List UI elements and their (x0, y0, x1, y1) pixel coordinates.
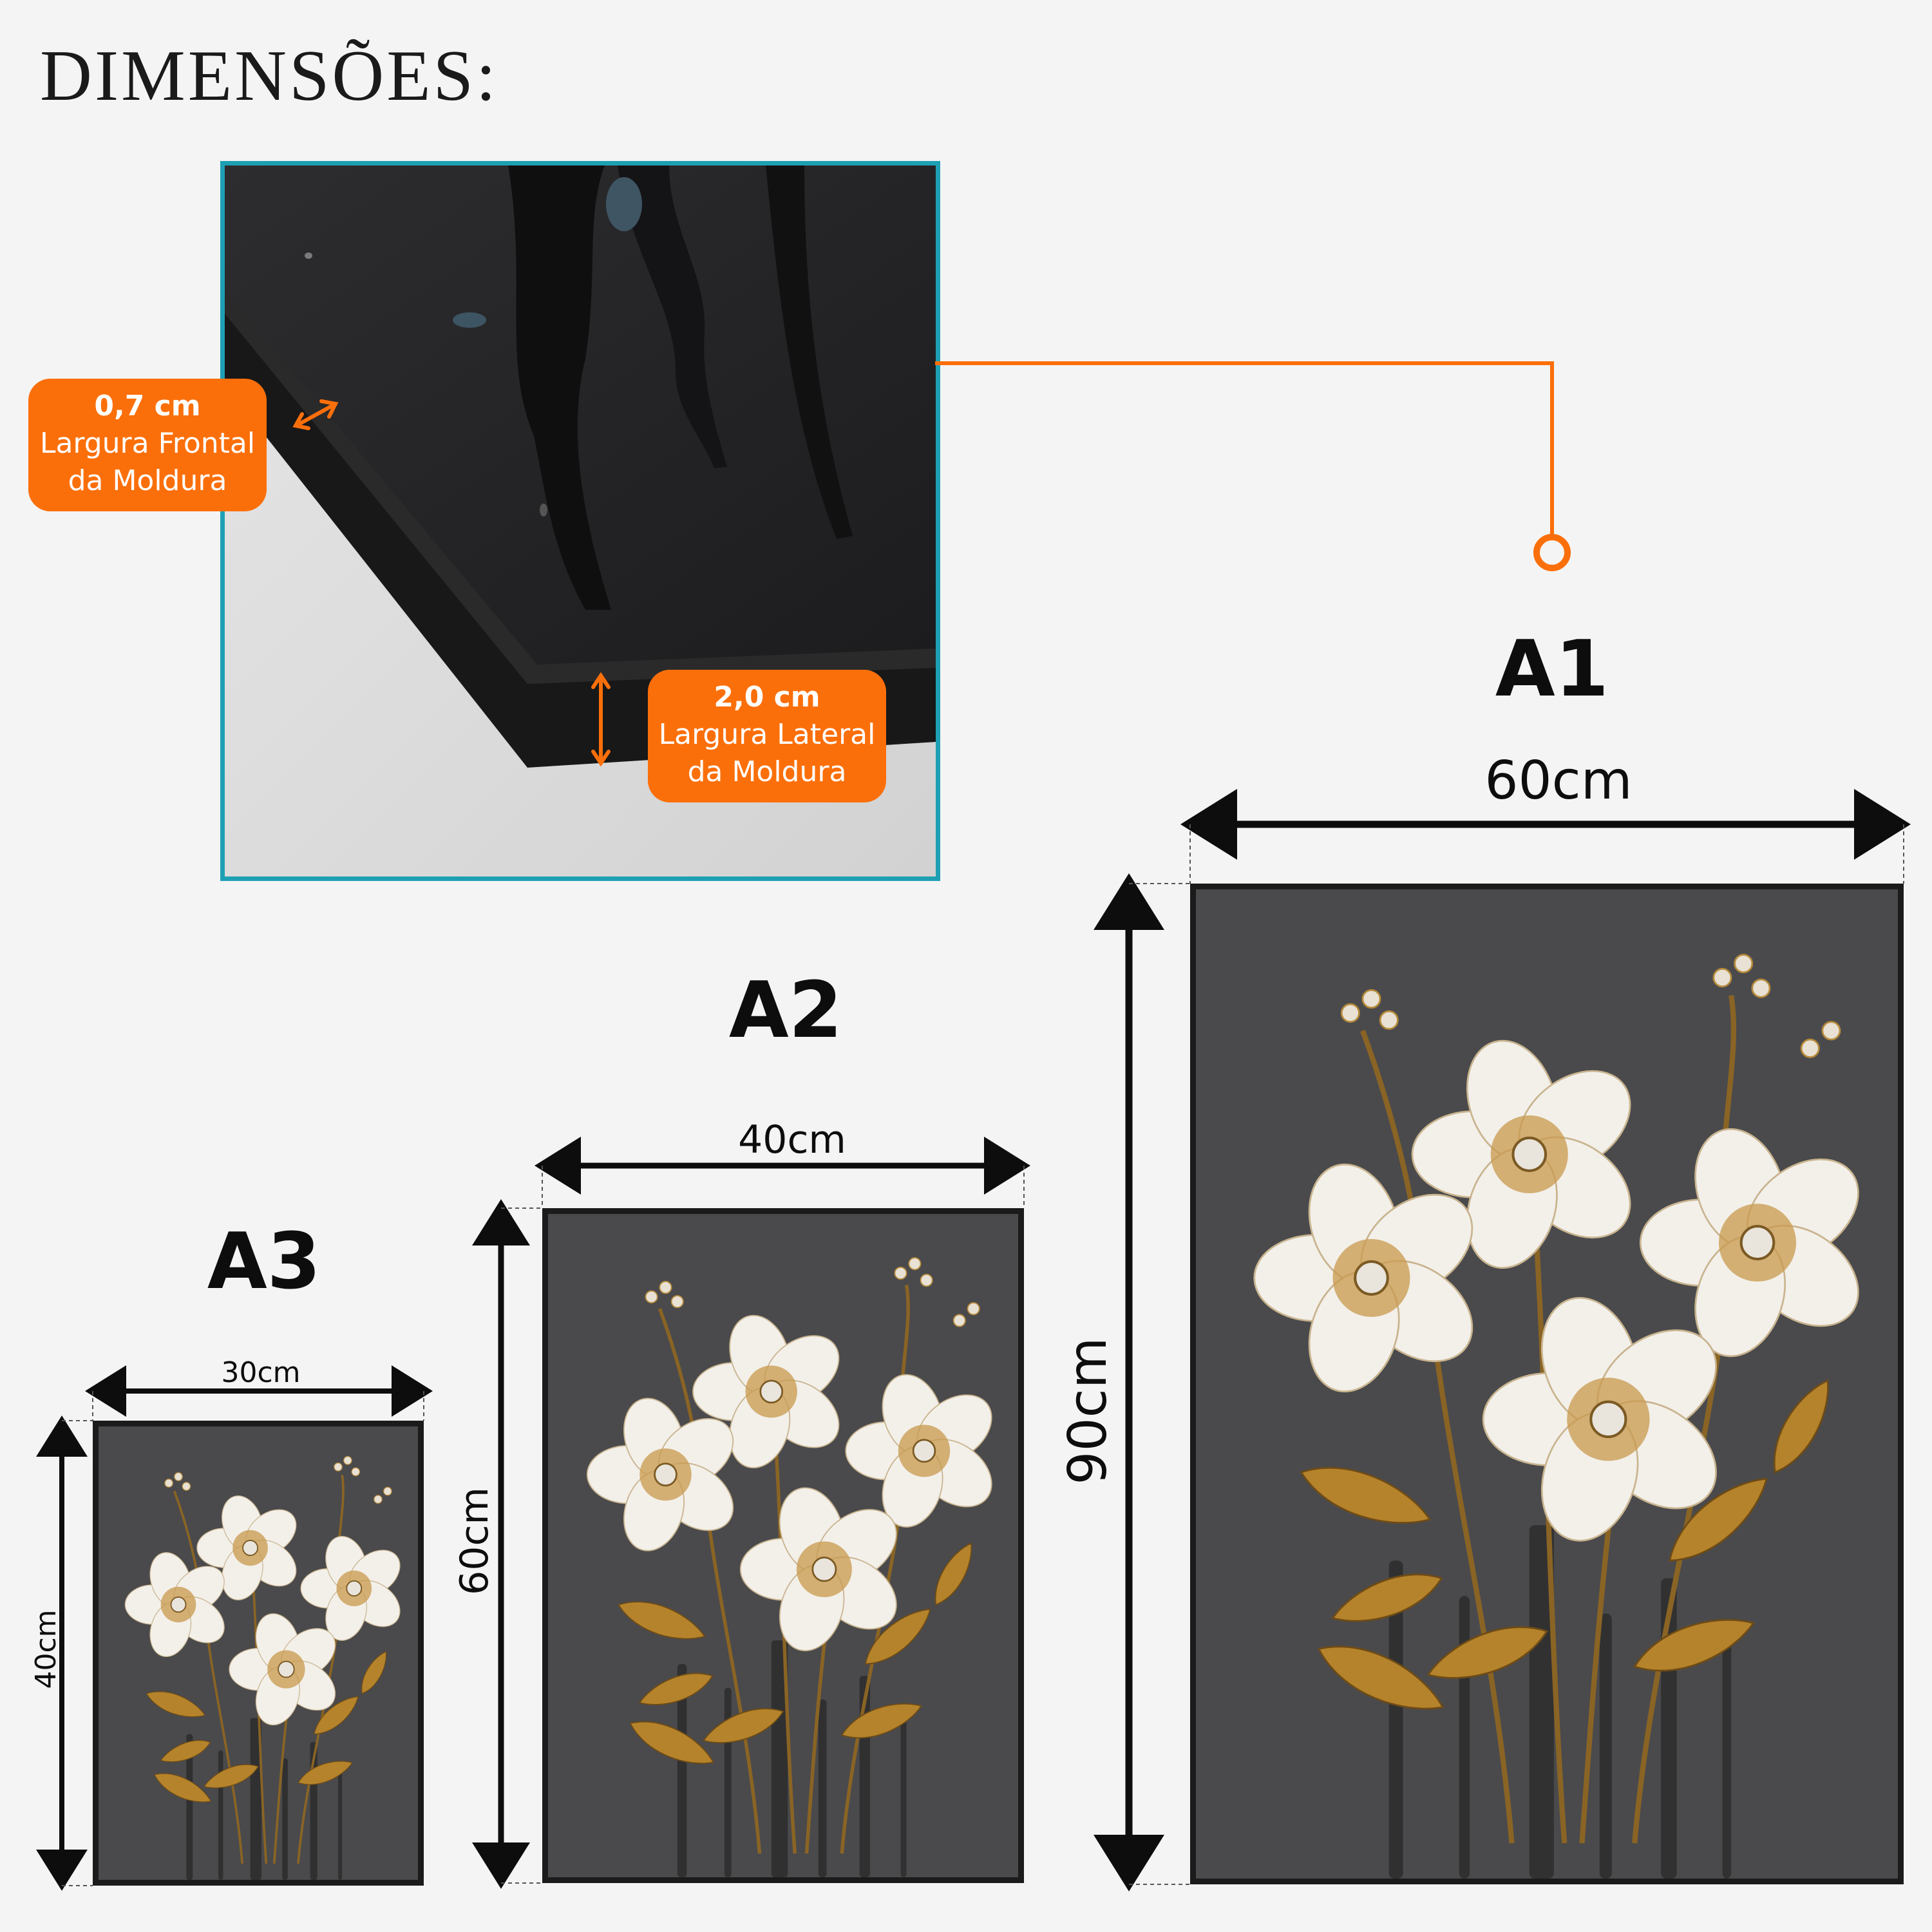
floral-artwork-a1 (1196, 889, 1898, 1879)
floral-artwork-a2 (548, 1214, 1018, 1877)
size-name-a1: A1 (1495, 625, 1609, 714)
page-title: DIMENSÕES: (40, 36, 499, 116)
poster-a1 (1190, 884, 1904, 1884)
front-width-value: 0,7 cm (94, 390, 201, 422)
front-width-label: 0,7 cm Largura Frontal da Moldura (28, 379, 267, 511)
poster-a2 (542, 1208, 1024, 1883)
floral-artwork-a3 (99, 1426, 418, 1880)
connector-end-dot (1533, 534, 1571, 571)
frame-detail-panel (220, 161, 940, 881)
side-width-line1: Largura Lateral (658, 718, 876, 751)
side-width-line2: da Moldura (687, 755, 847, 788)
a1-width-label: 60cm (1484, 750, 1633, 811)
a2-height-label: 60cm (452, 1487, 497, 1595)
side-width-value: 2,0 cm (714, 681, 820, 714)
front-width-line2: da Moldura (68, 464, 227, 497)
a2-width-label: 40cm (738, 1117, 846, 1162)
frame-corner-photo (225, 166, 936, 876)
a3-height-label: 40cm (30, 1609, 62, 1689)
front-width-line1: Largura Frontal (39, 427, 256, 460)
size-name-a2: A2 (728, 966, 843, 1056)
poster-a3 (93, 1421, 424, 1886)
a1-height-label: 90cm (1057, 1337, 1119, 1485)
side-width-label: 2,0 cm Largura Lateral da Moldura (648, 670, 886, 802)
a3-width-label: 30cm (221, 1356, 301, 1389)
size-name-a3: A3 (207, 1217, 321, 1307)
